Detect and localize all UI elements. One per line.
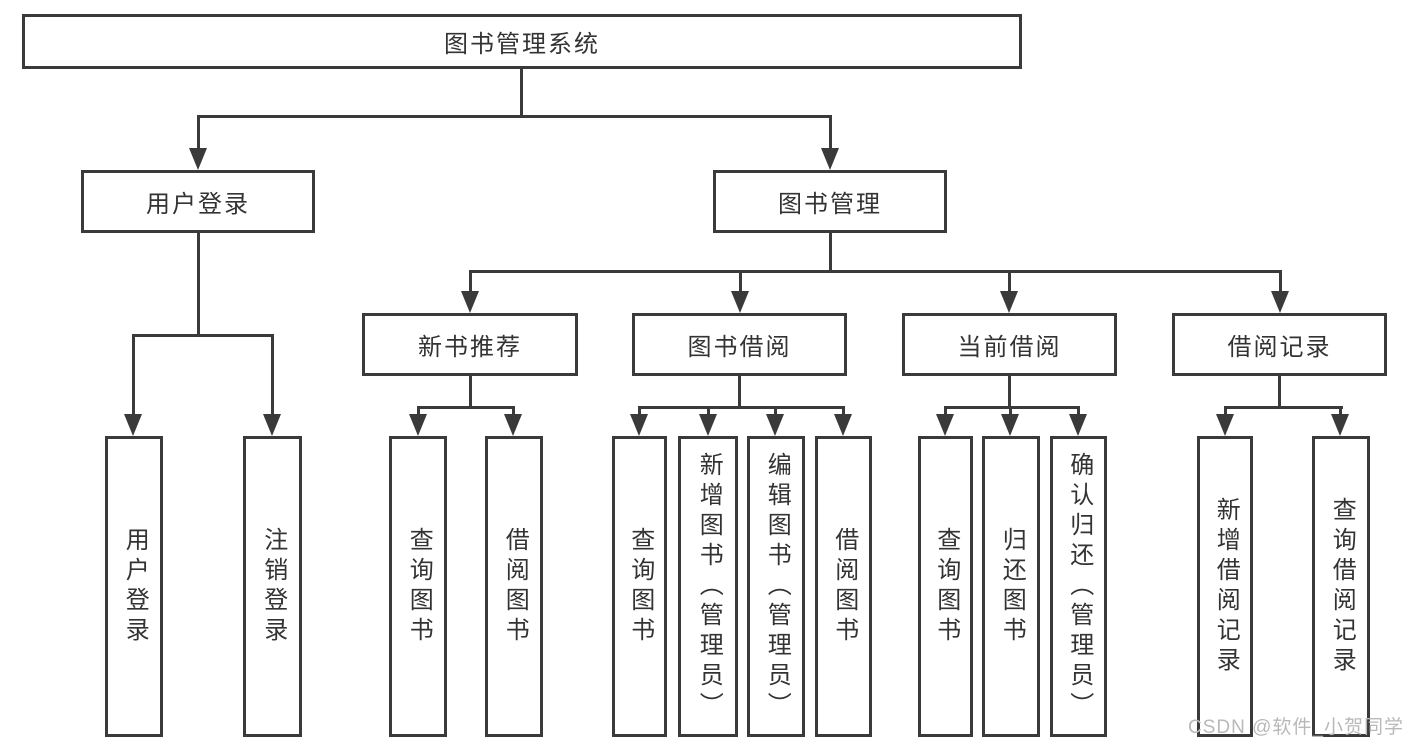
connector-module-split	[417, 406, 515, 409]
node-book-borrow-label: 图书借阅	[687, 334, 792, 361]
connector-leaf-drop	[271, 334, 274, 418]
connector-leaf-drop	[132, 334, 135, 418]
node-root: 图书管理系统	[22, 14, 1022, 69]
connector-leaf-drop	[842, 406, 845, 418]
arrowhead-down-icon	[821, 148, 839, 170]
connector-module-drop	[739, 270, 742, 298]
connector-login-drop	[197, 115, 200, 152]
arrowhead-down-icon	[1216, 414, 1234, 436]
leaf-current-return-label: 归还图书	[998, 526, 1026, 647]
connector-leaf-drop	[638, 406, 641, 418]
leaf-borrow-borrow: 借阅图书	[815, 436, 872, 737]
node-root-label: 图书管理系统	[444, 31, 600, 58]
connector-leaf-drop	[707, 406, 710, 418]
arrowhead-down-icon	[1069, 414, 1087, 436]
arrowhead-down-icon	[1271, 291, 1289, 313]
leaf-borrow-add-label: 新增图书（管理员）	[695, 451, 723, 722]
arrowhead-down-icon	[834, 414, 852, 436]
node-borrow-records: 借阅记录	[1172, 313, 1387, 376]
arrowhead-down-icon	[1331, 414, 1349, 436]
connector-leaf-drop	[1077, 406, 1080, 418]
connector-management-drop	[829, 115, 832, 152]
connector-login-stem	[197, 233, 200, 337]
connector-module-drop	[1008, 270, 1011, 298]
arrowhead-down-icon	[461, 291, 479, 313]
connector-login-split	[132, 334, 274, 337]
arrowhead-down-icon	[1000, 291, 1018, 313]
leaf-current-confirm-label: 确认归还（管理员）	[1065, 451, 1093, 722]
arrowhead-down-icon	[504, 414, 522, 436]
connector-module-split	[1224, 406, 1343, 409]
arrowhead-down-icon	[936, 414, 954, 436]
leaf-records-query: 查询借阅记录	[1312, 436, 1370, 737]
connector-management-stem	[829, 233, 832, 273]
leaf-records-add: 新增借阅记录	[1197, 436, 1253, 737]
leaf-records-query-label: 查询借阅记录	[1328, 496, 1356, 677]
leaf-current-confirm: 确认归还（管理员）	[1050, 436, 1107, 737]
leaf-newbook-borrow: 借阅图书	[485, 436, 543, 737]
connector-leaf-drop	[1009, 406, 1012, 418]
node-book-management-label: 图书管理	[778, 191, 882, 218]
connector-module-stem	[1008, 375, 1011, 409]
arrowhead-down-icon	[731, 291, 749, 313]
leaf-borrow-edit: 编辑图书（管理员）	[747, 436, 805, 737]
connector-leaf-drop	[774, 406, 777, 418]
node-new-book-recommend: 新书推荐	[362, 313, 578, 376]
connector-module-split	[944, 406, 1080, 409]
connector-module-drop	[1279, 270, 1282, 298]
node-new-book-recommend-label: 新书推荐	[418, 334, 522, 361]
leaf-borrow-edit-label: 编辑图书（管理员）	[763, 451, 791, 722]
leaf-borrow-add: 新增图书（管理员）	[678, 436, 738, 737]
arrowhead-down-icon	[1001, 414, 1019, 436]
leaf-user-login: 用户登录	[105, 436, 163, 737]
node-current-borrow: 当前借阅	[902, 313, 1117, 376]
leaf-borrow-query: 查询图书	[612, 436, 667, 737]
arrowhead-down-icon	[766, 414, 784, 436]
leaf-current-query: 查询图书	[918, 436, 973, 737]
arrowhead-down-icon	[699, 414, 717, 436]
connector-module-stem	[469, 375, 472, 409]
connector-root-split	[197, 115, 832, 118]
connector-module-drop	[469, 270, 472, 298]
connector-module-split	[638, 406, 845, 409]
connector-module-stem	[1278, 375, 1281, 409]
connector-leaf-drop	[1339, 406, 1342, 418]
arrowhead-down-icon	[630, 414, 648, 436]
leaf-borrow-borrow-label: 借阅图书	[830, 526, 858, 647]
connector-management-split	[469, 270, 1282, 273]
csdn-watermark: CSDN @软件_小贺同学	[1188, 717, 1404, 738]
leaf-newbook-borrow-label: 借阅图书	[501, 526, 529, 647]
connector-leaf-drop	[944, 406, 947, 418]
leaf-logout: 注销登录	[243, 436, 302, 737]
leaf-newbook-query: 查询图书	[389, 436, 447, 737]
node-user-login-label: 用户登录	[146, 191, 250, 218]
arrowhead-down-icon	[263, 414, 281, 436]
leaf-current-query-label: 查询图书	[932, 526, 960, 647]
leaf-current-return: 归还图书	[982, 436, 1040, 737]
leaf-logout-label: 注销登录	[259, 526, 287, 647]
node-book-management: 图书管理	[713, 170, 947, 233]
connector-root-stem	[520, 68, 523, 117]
leaf-newbook-query-label: 查询图书	[405, 526, 433, 647]
connector-leaf-drop	[417, 406, 420, 418]
leaf-borrow-query-label: 查询图书	[626, 526, 654, 647]
connector-leaf-drop	[512, 406, 515, 418]
arrowhead-down-icon	[409, 414, 427, 436]
node-user-login: 用户登录	[81, 170, 315, 233]
arrowhead-down-icon	[124, 414, 142, 436]
node-current-borrow-label: 当前借阅	[957, 334, 1062, 361]
connector-module-stem	[738, 375, 741, 409]
arrowhead-down-icon	[189, 148, 207, 170]
node-book-borrow: 图书借阅	[632, 313, 847, 376]
leaf-records-add-label: 新增借阅记录	[1212, 496, 1240, 677]
node-borrow-records-label: 借阅记录	[1227, 334, 1332, 361]
connector-leaf-drop	[1224, 406, 1227, 418]
leaf-user-login-label: 用户登录	[121, 526, 149, 647]
